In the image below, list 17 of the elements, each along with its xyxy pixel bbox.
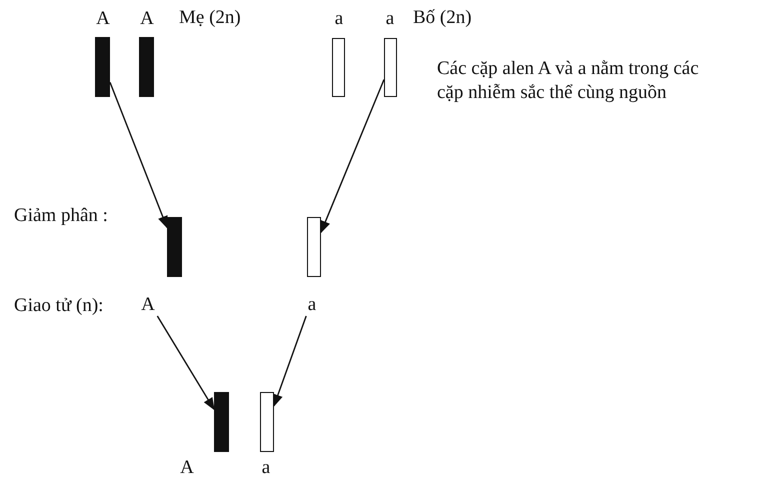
arrow (109, 82, 168, 229)
arrow (273, 316, 307, 407)
parent-label: Mẹ (2n) (179, 6, 241, 30)
arrow (156, 316, 215, 410)
allele-label: A (138, 294, 158, 316)
chromosome-bar (167, 217, 182, 277)
stage-label: Giảm phân : (14, 204, 108, 228)
chromosome-bar (307, 217, 321, 277)
stage-label: Giao tử (n): (14, 294, 104, 318)
chromosome-bar: a (380, 8, 400, 97)
note-text: Các cặp alen A và a nằm trong các cặp nhiễm sắc thể cùng nguồn (437, 57, 700, 105)
chromosome-bar: a (256, 392, 276, 479)
arrow (320, 79, 385, 234)
parent-label: Bố (2n) (413, 6, 472, 30)
chromosome-bar: a (329, 8, 349, 97)
chromosome-bar: A (177, 392, 229, 479)
allele-label: a (302, 294, 322, 316)
